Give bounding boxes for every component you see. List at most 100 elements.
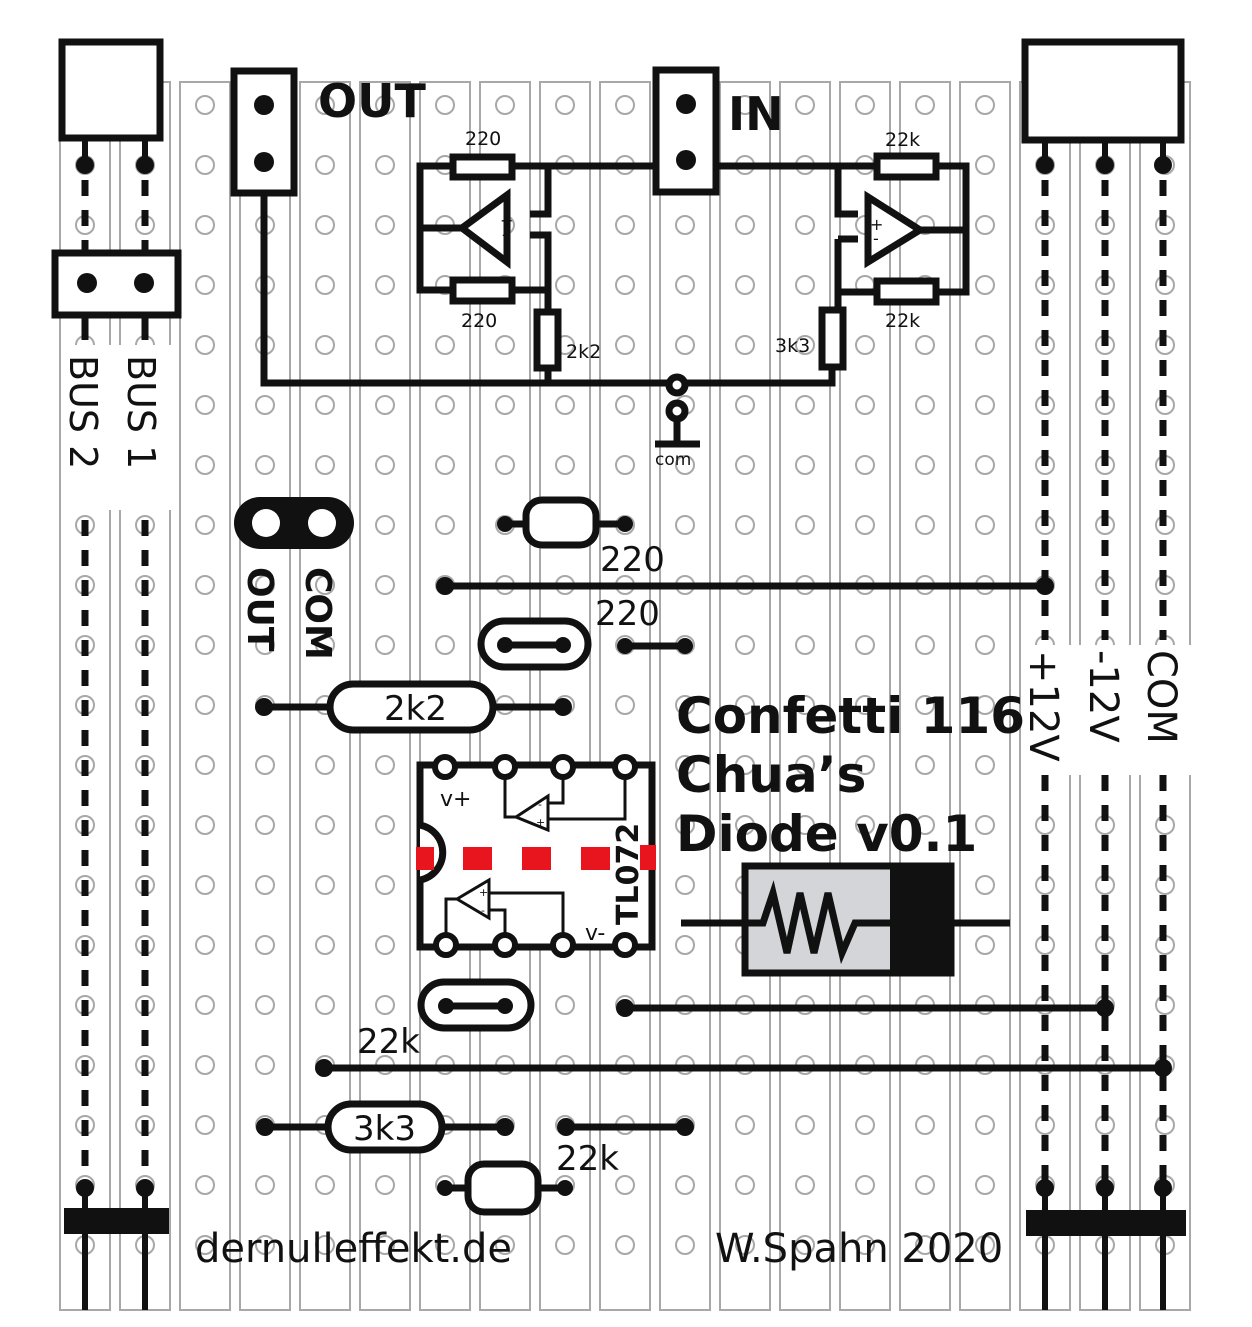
- strip-hole: [975, 635, 995, 655]
- resistor-r3[interactable]: [255, 680, 572, 734]
- title-line3: Diode v0.1: [676, 805, 977, 863]
- ic-vplus-label: v+: [440, 787, 471, 812]
- strip-hole: [315, 995, 335, 1015]
- strip-hole: [675, 335, 695, 355]
- svg-text:-: -: [481, 904, 485, 917]
- strip-hole: [915, 1115, 935, 1135]
- resistor-r4-link[interactable]: [557, 1118, 694, 1136]
- resistor-r5[interactable]: [256, 1100, 514, 1154]
- strip-hole: [795, 455, 815, 475]
- ground-label: com: [655, 450, 691, 470]
- strip-hole: [195, 695, 215, 715]
- strip-hole: [495, 95, 515, 115]
- bus-jumper[interactable]: [51, 249, 182, 319]
- author-label: W.Spahn 2020: [715, 1226, 1003, 1272]
- sch-r-right-bottom: 22k: [885, 310, 920, 332]
- strip-hole: [315, 395, 335, 415]
- strip-hole: [915, 95, 935, 115]
- strip-hole: [615, 95, 635, 115]
- website-label: dernulleffekt.de: [195, 1226, 512, 1272]
- copper-strip: [839, 81, 891, 1311]
- strip-hole: [555, 275, 575, 295]
- strip-hole: [675, 455, 695, 475]
- resistor-r2-link[interactable]: [617, 638, 693, 654]
- strip-hole: [495, 395, 515, 415]
- power-header-box: [1021, 38, 1185, 144]
- strip-hole: [555, 995, 575, 1015]
- strip-hole: [615, 695, 635, 715]
- strip-hole: [195, 1115, 215, 1135]
- copper-strip: [959, 81, 1011, 1311]
- strip-hole: [495, 335, 515, 355]
- power-connector: [1021, 38, 1186, 1310]
- r3-label: 2k2: [384, 689, 447, 729]
- strip-hole: [855, 335, 875, 355]
- strip-hole: [975, 875, 995, 895]
- strip-hole: [315, 1175, 335, 1195]
- strip-hole: [795, 275, 815, 295]
- strip-hole: [555, 95, 575, 115]
- strip-hole: [735, 1235, 755, 1255]
- title-line1: Confetti 116: [676, 687, 1025, 745]
- strip-hole: [375, 875, 395, 895]
- strip-hole: [375, 95, 395, 115]
- strip-hole: [195, 575, 215, 595]
- strip-hole: [195, 155, 215, 175]
- capacitor-c1[interactable]: [477, 617, 592, 671]
- copper-strip: [179, 81, 231, 1311]
- strip-hole: [975, 395, 995, 415]
- resistor-r1[interactable]: [497, 496, 633, 549]
- resistor-r6[interactable]: [437, 1160, 573, 1216]
- strip-hole: [195, 815, 215, 835]
- wire-plus12[interactable]: [436, 577, 1054, 595]
- strip-hole: [975, 95, 995, 115]
- strip-hole: [735, 815, 755, 835]
- out-header[interactable]: [230, 67, 298, 197]
- strip-hole: [255, 575, 275, 595]
- left-opamp-minus: -: [502, 225, 508, 244]
- left-opamp-plus: +: [500, 211, 513, 230]
- r5-label: 3k3: [353, 1109, 416, 1149]
- jack-pads[interactable]: [234, 497, 354, 549]
- strip-hole: [615, 1175, 635, 1195]
- strip-hole: [315, 815, 335, 835]
- jack-com-label: COM: [297, 567, 338, 660]
- strip-hole: [975, 1235, 995, 1255]
- strip-hole: [975, 1175, 995, 1195]
- strip-hole: [615, 455, 635, 475]
- strip-hole: [975, 515, 995, 535]
- strip-hole: [675, 815, 695, 835]
- wire-minus12[interactable]: [616, 999, 1114, 1017]
- strip-hole: [795, 1175, 815, 1195]
- strip-hole: [375, 515, 395, 535]
- strip-hole: [735, 695, 755, 715]
- strip-hole: [255, 1235, 275, 1255]
- strip-hole: [855, 815, 875, 835]
- strip-hole: [735, 95, 755, 115]
- ic-vminus-label: v-: [585, 921, 605, 946]
- strip-hole: [375, 815, 395, 835]
- strip-hole: [795, 95, 815, 115]
- strip-hole: [675, 695, 695, 715]
- strip-hole: [435, 515, 455, 535]
- strip-hole: [795, 755, 815, 775]
- strip-hole: [615, 335, 635, 355]
- strip-hole: [195, 335, 215, 355]
- strip-hole: [375, 455, 395, 475]
- strip-hole: [735, 1115, 755, 1135]
- strip-hole: [495, 1235, 515, 1255]
- strip-hole: [855, 455, 875, 475]
- in-header[interactable]: [652, 66, 720, 196]
- strip-hole: [375, 635, 395, 655]
- strip-hole: [315, 275, 335, 295]
- strip-hole: [975, 455, 995, 475]
- wire-com[interactable]: [315, 1059, 1172, 1077]
- capacitor-c2[interactable]: [417, 978, 535, 1032]
- com-rail-label: COM: [1138, 650, 1184, 744]
- ic-tl072[interactable]: [416, 754, 656, 958]
- strip-hole: [315, 755, 335, 775]
- strip-hole: [795, 395, 815, 415]
- strip-hole: [255, 995, 275, 1015]
- bus-header-pins: [64, 1208, 169, 1234]
- strip-hole: [855, 515, 875, 535]
